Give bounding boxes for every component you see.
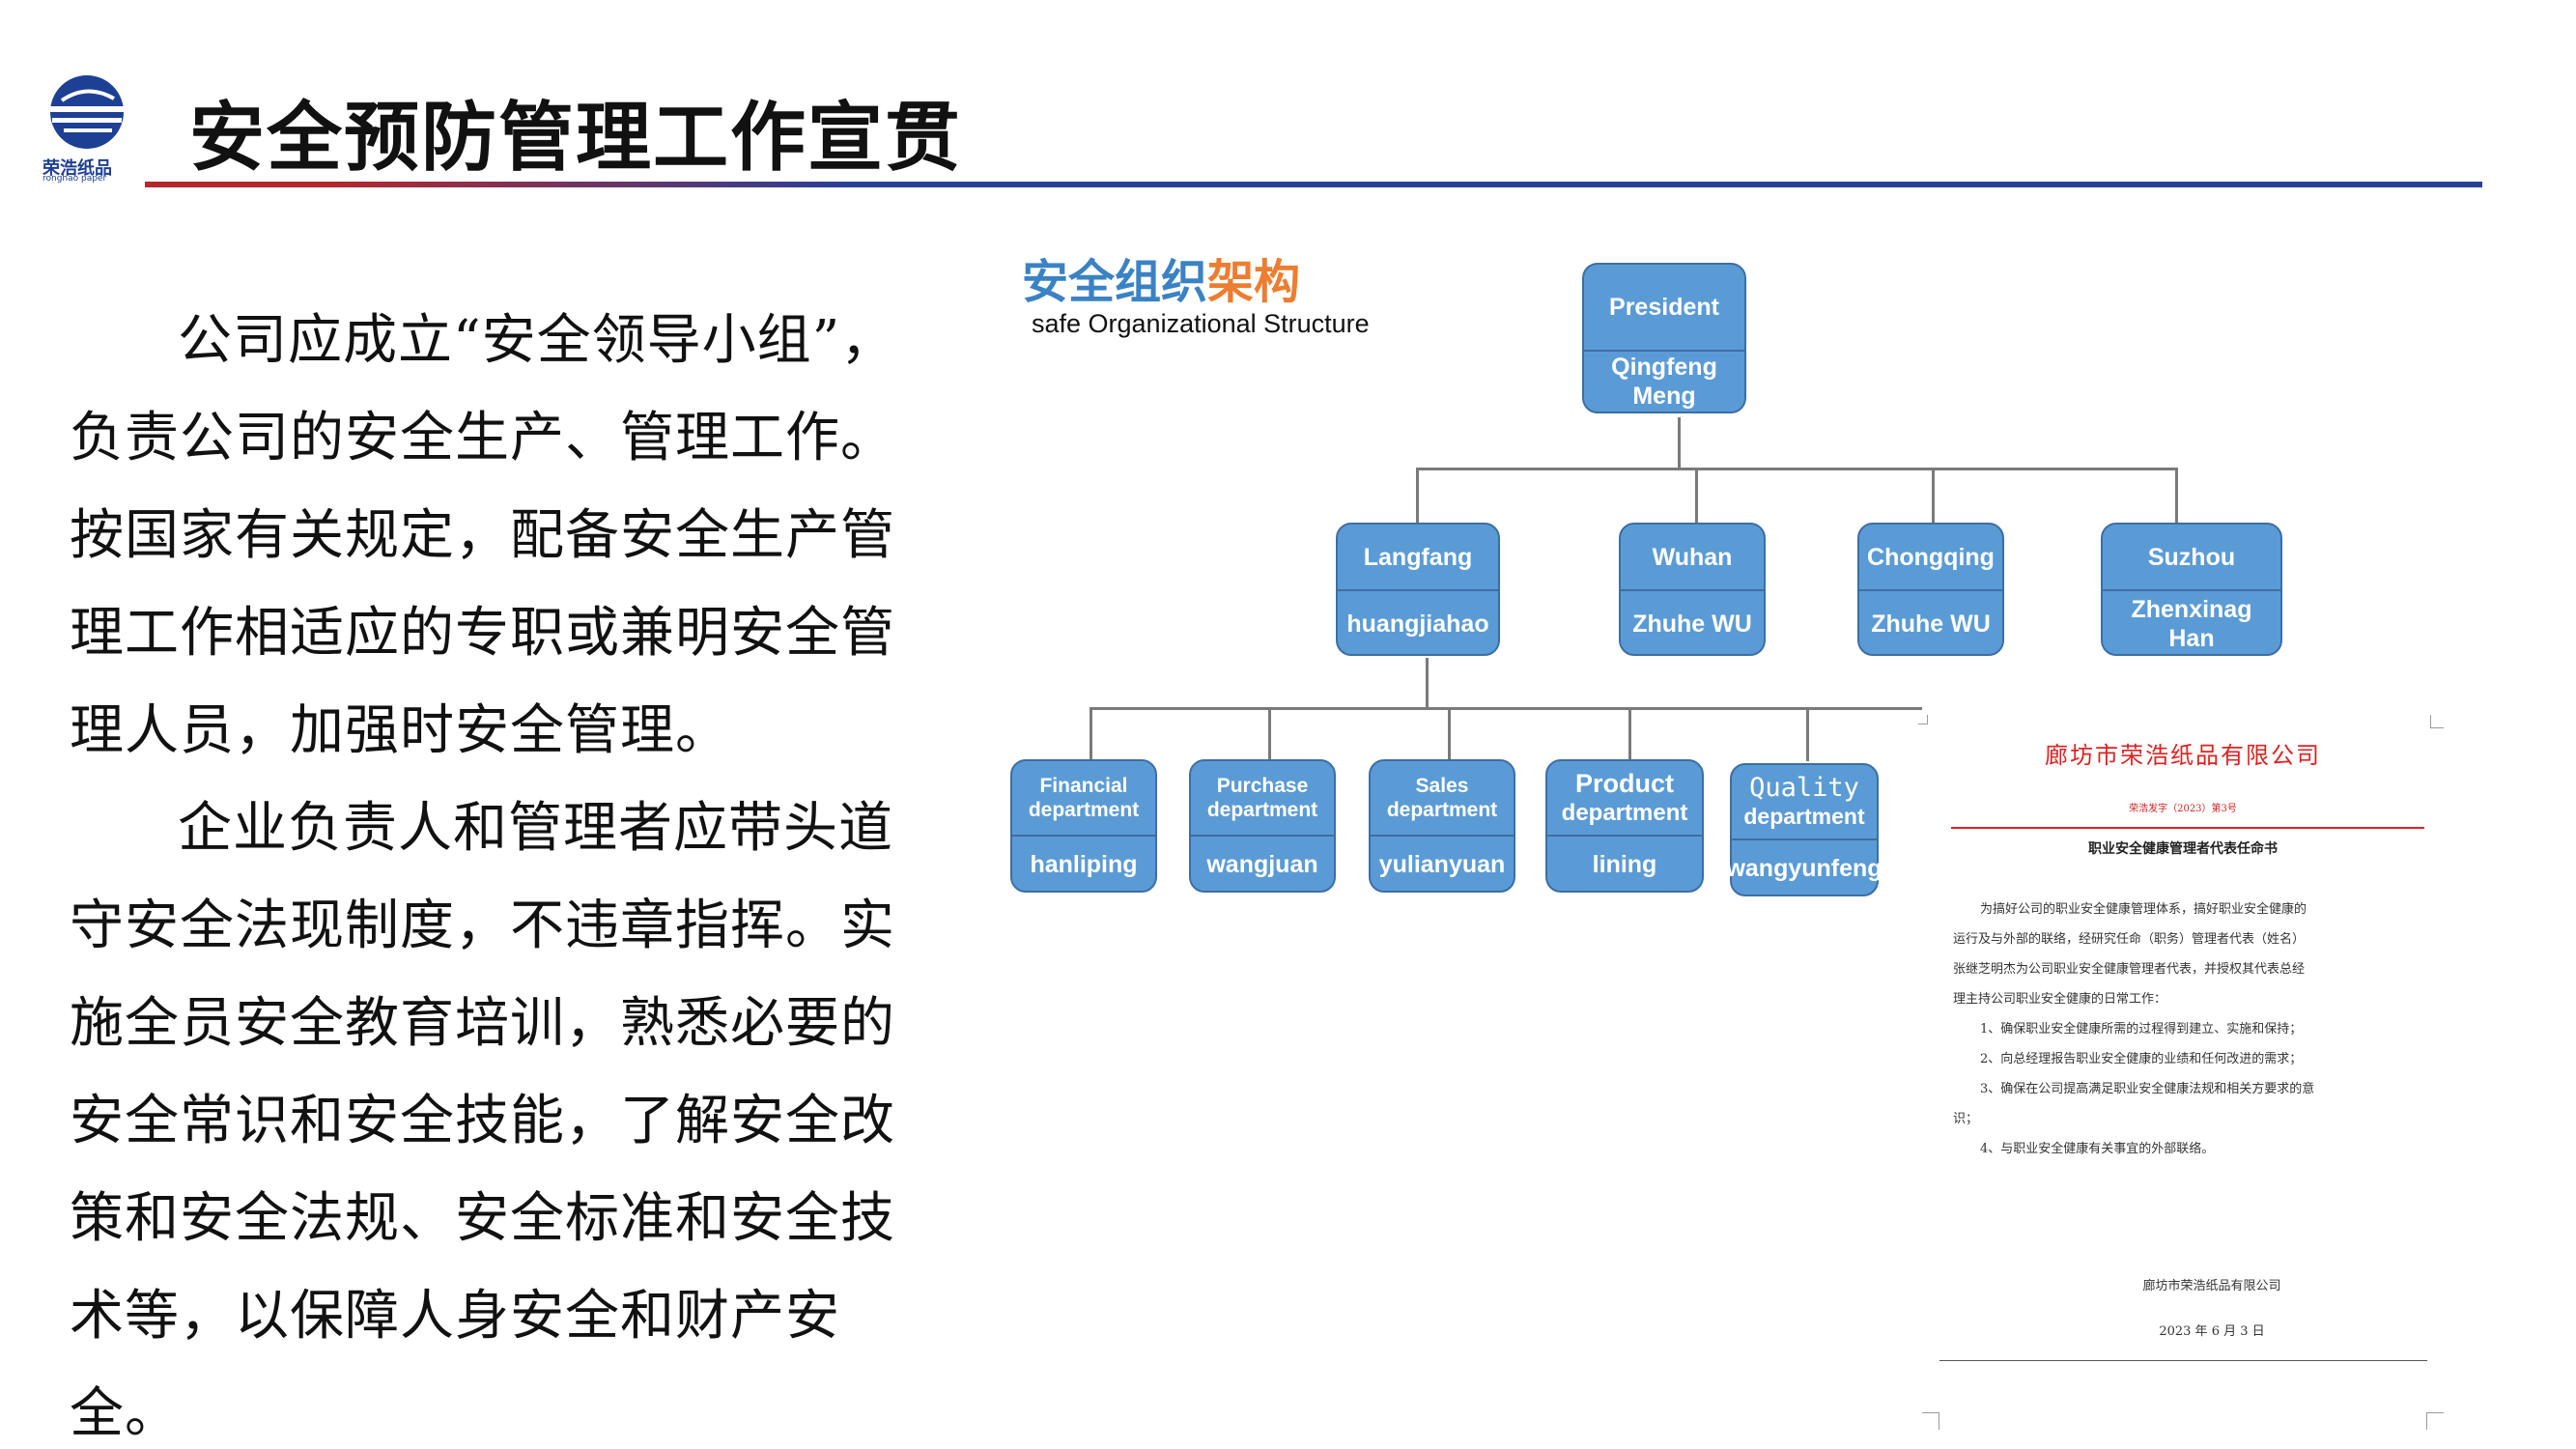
node-role: Suzhou xyxy=(2103,525,2280,591)
logo-text: 荣浩纸品 xyxy=(42,158,112,179)
logo-globe-icon xyxy=(46,75,127,149)
title-divider xyxy=(145,182,2482,187)
connector xyxy=(1695,468,1698,524)
crop-mark xyxy=(1922,1412,1939,1430)
org-node-department: Financial department hanliping xyxy=(1010,759,1157,893)
connector xyxy=(1932,468,1935,524)
node-name: Zhenxinag Han xyxy=(2131,595,2252,652)
node-name: yulianyuan xyxy=(1378,851,1506,878)
crop-mark xyxy=(1918,715,1928,724)
crop-mark xyxy=(2430,715,2444,728)
connector xyxy=(1416,468,1419,524)
org-node-site: Wuhan Zhuhe WU xyxy=(1619,523,1766,656)
org-node-department: Product department lining xyxy=(1545,759,1704,893)
paragraph-1-line: 负责公司的安全生产、管理工作。 xyxy=(70,407,895,469)
org-chart-subtitle: safe Organizational Structure xyxy=(1032,309,1370,338)
document-line: 理主持公司职业安全健康的日常工作： xyxy=(1953,992,2167,1007)
node-name: Qingfeng Meng xyxy=(1611,354,1717,410)
paragraph-2: 企业负责人和管理者应带头道 守安全法现制度，不违章指挥。实 施全员安全教育培训，… xyxy=(70,780,939,1449)
node-name: Zhuhe WU xyxy=(1871,610,1991,638)
document-heading: 职业安全健康管理者代表任命书 xyxy=(2088,841,2278,857)
node-role: Wuhan xyxy=(1621,525,1764,591)
paragraph-1-line: 理人员，加强时安全管理。 xyxy=(70,699,730,762)
crop-mark xyxy=(2426,1412,2444,1430)
document-bottom-rule xyxy=(1939,1360,2427,1361)
document-line: 3、确保在公司提高满足职业安全健康法规和相关方要求的意 xyxy=(1980,1082,2315,1096)
org-node-department: Quality department wangyunfeng xyxy=(1726,763,1882,896)
appointment-document: 廊坊市荣浩纸品有限公司 荣浩发字（2023）第3号 职业安全健康管理者代表任命书… xyxy=(1918,715,2444,1430)
document-number: 荣浩发字（2023）第3号 xyxy=(2129,804,2237,814)
node-name: wangyunfeng xyxy=(1726,855,1882,882)
logo-subtext: ronghao paper xyxy=(42,174,107,184)
paragraph-1: 公司应成立“安全领导小组”， 负责公司的安全生产、管理工作。 按国家有关规定，配… xyxy=(70,292,939,780)
connector xyxy=(1806,707,1809,761)
connector xyxy=(1678,417,1681,469)
document-line: 识； xyxy=(1953,1112,1979,1126)
document-red-rule xyxy=(1951,827,2424,829)
node-role: Langfang xyxy=(1338,525,1498,591)
node-role: Chongqing xyxy=(1859,525,2002,591)
paragraph-1-line: 公司应成立“安全领导小组”， xyxy=(178,309,896,372)
org-node-department: Sales department yulianyuan xyxy=(1369,759,1515,893)
node-name: hanliping xyxy=(1030,851,1138,878)
connector xyxy=(2175,468,2178,524)
document-body: 为搞好公司的职业安全健康管理体系，搞好职业安全健康的 运行及与外部的联络，经研究… xyxy=(1953,895,2407,1164)
document-date: 2023 年 6 月 3 日 xyxy=(2159,1324,2265,1339)
document-line: 张继芝明杰为公司职业安全健康管理者代表，并授权其代表总经 xyxy=(1953,962,2306,977)
node-role: Quality department xyxy=(1732,765,1877,840)
org-node-site: Suzhou Zhenxinag Han xyxy=(2101,523,2282,656)
paragraph-1-line: 理工作相适应的专职或兼明安全管 xyxy=(70,602,895,665)
page-title: 安全预防管理工作宣贯 xyxy=(189,95,963,182)
connector xyxy=(1090,707,1092,761)
document-line: 2、向总经理报告职业安全健康的业绩和任何改进的需求； xyxy=(1980,1052,2303,1066)
connector xyxy=(1268,707,1271,761)
paragraph-2-line: 术等，以保障人身安全和财产安全。 xyxy=(70,1285,840,1445)
company-logo xyxy=(42,73,131,180)
paragraph-1-line: 按国家有关规定，配备安全生产管 xyxy=(70,504,895,567)
node-role: Purchase department xyxy=(1191,761,1334,837)
org-node-site: Chongqing Zhuhe WU xyxy=(1857,523,2004,656)
connector xyxy=(1090,707,1922,710)
paragraph-2-line: 安全常识和安全技能，了解安全改 xyxy=(70,1090,895,1152)
document-line: 4、与职业安全健康有关事宜的外部联络。 xyxy=(1980,1142,2215,1156)
node-role: Sales department xyxy=(1371,761,1514,837)
node-role: Product department xyxy=(1547,761,1702,837)
document-line: 运行及与外部的联络，经研究任命（职务）管理者代表（姓名） xyxy=(1953,932,2306,947)
node-role: Financial department xyxy=(1012,761,1155,837)
paragraph-2-line: 策和安全法规、安全标准和安全技 xyxy=(70,1187,895,1250)
connector xyxy=(1426,658,1429,710)
document-line: 1、确保职业安全健康所需的过程得到建立、实施和保持； xyxy=(1980,1022,2303,1037)
node-name: lining xyxy=(1592,851,1657,878)
node-name: huangjiahao xyxy=(1346,610,1489,638)
node-role: President xyxy=(1584,265,1744,352)
connector xyxy=(1448,707,1451,761)
node-name: Zhuhe WU xyxy=(1632,610,1752,638)
connector xyxy=(1628,707,1631,761)
paragraph-2-line: 守安全法现制度，不违章指挥。实 xyxy=(70,895,895,957)
document-line: 为搞好公司的职业安全健康管理体系，搞好职业安全健康的 xyxy=(1980,902,2307,917)
node-name: wangjuan xyxy=(1206,851,1318,878)
connector xyxy=(1416,468,2177,470)
org-node-department: Purchase department wangjuan xyxy=(1189,759,1336,893)
document-signature-company: 廊坊市荣浩纸品有限公司 xyxy=(2142,1279,2281,1293)
paragraph-2-line: 企业负责人和管理者应带头道 xyxy=(178,797,893,860)
org-node-site: Langfang huangjiahao xyxy=(1336,523,1500,656)
org-chart-title: 安全组织架构 xyxy=(1022,255,1301,309)
org-node-president: President Qingfeng Meng xyxy=(1582,263,1746,413)
document-company-name: 廊坊市荣浩纸品有限公司 xyxy=(2045,742,2321,769)
paragraph-2-line: 施全员安全教育培训，熟悉必要的 xyxy=(70,992,895,1055)
